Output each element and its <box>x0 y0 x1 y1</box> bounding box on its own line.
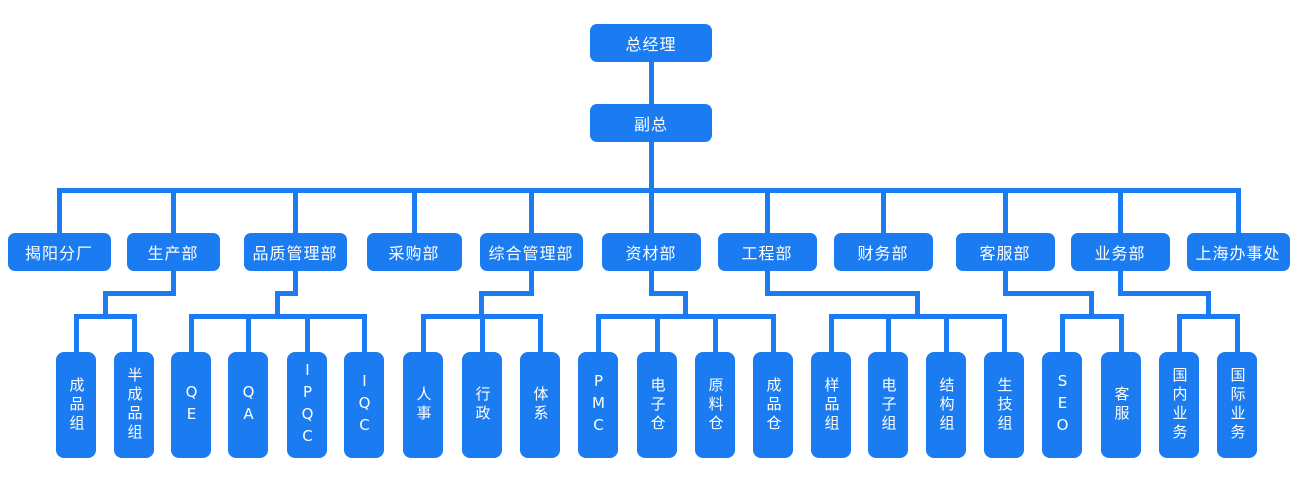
connector-line <box>828 314 1007 319</box>
connector-line <box>1059 314 1065 354</box>
connector-line <box>1234 314 1240 354</box>
connector-line <box>1118 314 1124 354</box>
connector-line <box>73 314 137 319</box>
connector-line <box>479 291 484 319</box>
connector-line <box>648 62 654 104</box>
connector-line <box>479 291 534 296</box>
connector-line <box>943 314 949 354</box>
org-node-deputy-general-manager: 副总 <box>590 104 712 142</box>
org-team-node: 原料仓 <box>695 352 735 458</box>
connector-line <box>56 188 62 235</box>
org-dept-node: 业务部 <box>1070 233 1170 271</box>
connector-line <box>275 291 298 296</box>
org-team-node: 国际业务 <box>1217 352 1257 458</box>
connector-line <box>1235 188 1241 235</box>
connector-line <box>170 188 176 235</box>
org-team-node: 生技组 <box>984 352 1024 458</box>
org-dept-node: 上海办事处 <box>1186 233 1290 271</box>
connector-line <box>1089 291 1094 319</box>
org-team-node: 人事 <box>403 352 443 458</box>
org-dept-node: 工程部 <box>717 233 817 271</box>
connector-line <box>683 291 688 319</box>
connector-line <box>1176 314 1240 319</box>
connector-line <box>275 291 280 319</box>
connector-line <box>188 314 194 354</box>
connector-line <box>420 314 426 354</box>
connector-line <box>648 291 688 296</box>
org-team-node: IPQC <box>287 352 327 458</box>
connector-line <box>828 314 834 354</box>
connector-line <box>1002 188 1008 235</box>
connector-line <box>1001 314 1007 354</box>
org-team-node: 成品组 <box>56 352 96 458</box>
connector-line <box>764 271 770 296</box>
connector-line <box>292 188 298 235</box>
org-dept-node: 客服部 <box>955 233 1055 271</box>
connector-line <box>764 188 770 235</box>
org-dept-node: 综合管理部 <box>479 233 583 271</box>
org-team-node: 样品组 <box>811 352 851 458</box>
connector-line <box>648 271 654 296</box>
org-team-node: SEO <box>1042 352 1082 458</box>
org-dept-node: 财务部 <box>833 233 933 271</box>
connector-line <box>170 271 176 296</box>
org-team-node: 客服 <box>1101 352 1141 458</box>
connector-line <box>885 314 891 354</box>
connector-line <box>188 314 367 319</box>
connector-line <box>648 142 654 193</box>
connector-line <box>764 291 920 296</box>
connector-line <box>880 188 886 235</box>
connector-line <box>1117 188 1123 235</box>
connector-line <box>595 314 776 319</box>
org-team-node: 半成品组 <box>114 352 154 458</box>
connector-line <box>1002 271 1008 296</box>
connector-line <box>131 314 137 354</box>
connector-line <box>102 291 108 319</box>
connector-line <box>73 314 79 354</box>
connector-line <box>1205 291 1211 319</box>
connector-line <box>1117 271 1123 296</box>
org-node-general-manager: 总经理 <box>590 24 712 62</box>
connector-line <box>770 314 776 354</box>
org-team-node: 电子组 <box>868 352 908 458</box>
org-team-node: PMC <box>578 352 618 458</box>
connector-line <box>1059 314 1124 319</box>
connector-line <box>1002 291 1094 296</box>
org-team-node: 结构组 <box>926 352 966 458</box>
org-team-node: QA <box>228 352 268 458</box>
connector-line <box>102 291 176 296</box>
connector-line <box>915 291 920 319</box>
org-dept-node: 采购部 <box>366 233 462 271</box>
org-dept-node: 资材部 <box>601 233 701 271</box>
connector-line <box>654 314 660 354</box>
connector-line <box>1176 314 1182 354</box>
org-dept-node: 揭阳分厂 <box>7 233 111 271</box>
org-team-node: IQC <box>344 352 384 458</box>
org-team-node: 行政 <box>462 352 502 458</box>
connector-line <box>528 271 534 296</box>
org-team-node: QE <box>171 352 211 458</box>
connector-line <box>528 188 534 235</box>
connector-line <box>304 314 310 354</box>
connector-line <box>595 314 601 354</box>
org-team-node: 电子仓 <box>637 352 677 458</box>
connector-line <box>648 188 654 235</box>
org-team-node: 成品仓 <box>753 352 793 458</box>
connector-line <box>361 314 367 354</box>
org-team-node: 国内业务 <box>1159 352 1199 458</box>
connector-line <box>1117 291 1211 296</box>
connector-line <box>292 271 298 296</box>
org-dept-node: 品质管理部 <box>243 233 347 271</box>
connector-line <box>245 314 251 354</box>
connector-line <box>712 314 718 354</box>
connector-line <box>411 188 417 235</box>
connector-line <box>479 314 485 354</box>
org-dept-node: 生产部 <box>126 233 220 271</box>
connector-line <box>537 314 543 354</box>
org-team-node: 体系 <box>520 352 560 458</box>
